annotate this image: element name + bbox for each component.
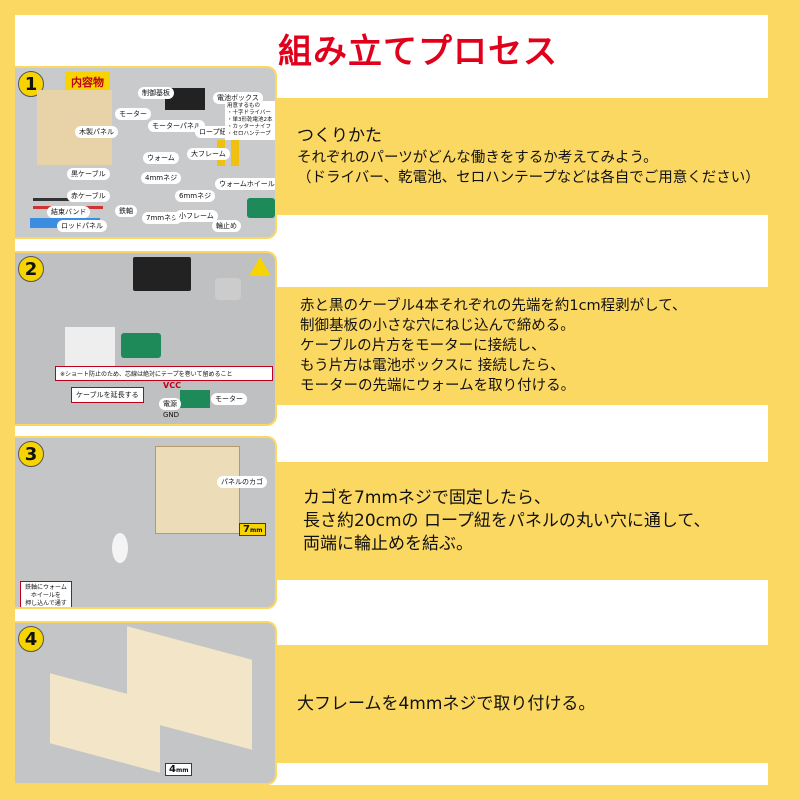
- part-label: モーターパネル: [148, 120, 205, 132]
- part-label: ロープ紐: [195, 126, 231, 138]
- step-2-photo: 2 ※ショート防止のため、芯線は絶対にテープを巻いて留めること ケーブルを延長す…: [15, 251, 277, 426]
- contents-header: 内容物: [65, 72, 110, 92]
- control-board-image: [180, 390, 210, 408]
- part-label: ロッドパネル: [57, 220, 107, 232]
- part-label: 赤ケーブル: [67, 190, 110, 202]
- part-label: 大フレーム: [187, 148, 230, 160]
- step-3-line: 両端に輪止めを結ぶ。: [303, 533, 473, 554]
- step-number: 1: [18, 71, 44, 97]
- part-label: 7mmネジ: [142, 212, 183, 224]
- wheel-note: 鉄軸にウォームホイールを押し込んで通す: [20, 581, 72, 607]
- part-label: 黒ケーブル: [67, 168, 110, 180]
- step-2-line: 赤と黒のケーブル4本それぞれの先端を約1cm程剥がして、: [300, 298, 687, 314]
- step-4-text: 大フレームを4mmネジで取り付ける。: [277, 645, 768, 763]
- worm-wheel-image: [112, 533, 128, 563]
- step-2-text: 赤と黒のケーブル4本それぞれの先端を約1cm程剥がして、 制御基板の小さな穴にね…: [277, 287, 768, 405]
- part-label: 6mmネジ: [175, 190, 216, 202]
- step-4-line: 大フレームを4mmネジで取り付ける。: [297, 693, 596, 714]
- motor-label: モーター: [211, 393, 247, 405]
- part-label: ウォーム: [143, 152, 179, 164]
- wire-closeup-image: [65, 327, 115, 367]
- step-3-photo: 3 パネルのカゴ 鉄軸にウォームホイールを押し込んで通す 7mm: [15, 436, 277, 609]
- step-4-photo: 4 4mm: [15, 621, 277, 785]
- part-label: 木製パネル: [75, 126, 118, 138]
- step-1-heading: つくりかた: [297, 126, 382, 146]
- battery-box-image: [165, 88, 205, 110]
- warning-note: ※ショート防止のため、芯線は絶対にテープを巻いて留めること: [55, 366, 273, 381]
- motor-image: [215, 278, 241, 300]
- tape-dispenser-image: [121, 333, 161, 358]
- power-label: 電源: [159, 398, 181, 410]
- step-number: 2: [18, 256, 44, 282]
- step-number: 4: [18, 626, 44, 652]
- step-1-text: つくりかた それぞれのパーツがどんな働きをするか考えてみよう。 （ドライバー、乾…: [277, 98, 768, 215]
- prepare-list: 用意するもの・十字ドライバー・単3形乾電池2本・カッターナイフ・セロハンテープ: [225, 101, 275, 140]
- warning-icon: [249, 257, 271, 276]
- battery-box-image: [133, 257, 191, 291]
- part-label: 小フレーム: [175, 210, 218, 222]
- step-1-line: それぞれのパーツがどんな働きをするか考えてみよう。: [297, 150, 658, 166]
- step-3-line: カゴを7mmネジで固定したら、: [303, 487, 551, 508]
- cage-label: パネルのカゴ: [217, 476, 267, 488]
- battery-image: [231, 140, 239, 166]
- screw-size-badge: 7mm: [239, 523, 267, 536]
- part-label: モーター: [115, 108, 151, 120]
- step-3-line: 長さ約20cmの ロープ紐をパネルの丸い穴に通して、: [303, 510, 711, 531]
- step-2-line: もう片方は電池ボックスに 接続したら、: [300, 358, 565, 374]
- part-label: 輪止め: [212, 220, 241, 232]
- step-2-line: 制御基板の小さな穴にねじ込んで締める。: [300, 318, 575, 334]
- step-number: 3: [18, 441, 44, 467]
- cage-image: [155, 446, 240, 534]
- tape-dispenser-image: [247, 198, 275, 218]
- part-label: 結束バンド: [47, 206, 91, 218]
- step-2-line: モーターの先端にウォームを取り付ける。: [300, 378, 576, 394]
- step-2-line: ケーブルの片方をモーターに接続し、: [300, 338, 546, 354]
- screw-size-badge: 4mm: [165, 763, 193, 776]
- vcc-label: VCC: [163, 381, 181, 390]
- page-title: 組み立てプロセス: [278, 32, 558, 72]
- part-label: 鉄軸: [115, 205, 137, 217]
- step-1-line: （ドライバー、乾電池、セロハンテープなどは各自でご用意ください）: [297, 170, 760, 186]
- part-label: 4mmネジ: [141, 172, 182, 184]
- part-label: ウォームホイール: [215, 178, 275, 190]
- step-1-photo: 1 内容物 制御基板 電池ボックス 木製パネル モーター モーターパネル ロープ…: [15, 66, 277, 239]
- part-label: 制御基板: [138, 87, 174, 99]
- extend-cable-note: ケーブルを延長する: [71, 387, 144, 403]
- gnd-label: GND: [163, 411, 180, 419]
- step-3-text: カゴを7mmネジで固定したら、 長さ約20cmの ロープ紐をパネルの丸い穴に通し…: [277, 462, 768, 580]
